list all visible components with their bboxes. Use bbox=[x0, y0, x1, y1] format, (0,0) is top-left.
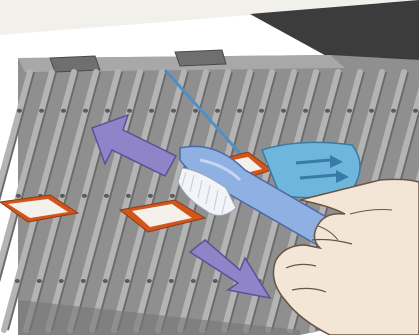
rib-hole bbox=[347, 109, 352, 113]
rib-hole bbox=[105, 109, 110, 113]
rib-hole bbox=[171, 109, 176, 113]
rib-hole bbox=[15, 279, 20, 283]
rib-hole bbox=[60, 194, 65, 198]
rib-hole bbox=[59, 279, 64, 283]
rib-hole bbox=[127, 109, 132, 113]
rib-hole bbox=[169, 279, 174, 283]
rib-hole bbox=[170, 194, 175, 198]
rib-hole bbox=[103, 279, 108, 283]
rib-hole bbox=[16, 194, 21, 198]
rib-hole bbox=[17, 109, 22, 113]
rib-hole bbox=[125, 279, 130, 283]
rib-hole bbox=[281, 109, 286, 113]
rib-hole bbox=[83, 109, 88, 113]
rib-hole bbox=[37, 279, 42, 283]
rib-hole bbox=[213, 279, 218, 283]
rib-hole bbox=[193, 109, 198, 113]
rib-hole bbox=[391, 109, 396, 113]
rib-hole bbox=[413, 109, 418, 113]
rib-hole bbox=[39, 109, 44, 113]
rib-hole bbox=[147, 279, 152, 283]
rib-hole bbox=[325, 109, 330, 113]
rib-hole bbox=[148, 194, 153, 198]
rib-hole bbox=[82, 194, 87, 198]
rib-hole bbox=[191, 279, 196, 283]
rib-hole bbox=[303, 109, 308, 113]
rib-hole bbox=[126, 194, 131, 198]
rib-hole bbox=[61, 109, 66, 113]
rib-hole bbox=[215, 109, 220, 113]
rib-hole bbox=[259, 109, 264, 113]
rib-hole bbox=[81, 279, 86, 283]
rib-hole bbox=[369, 109, 374, 113]
rib-hole bbox=[149, 109, 154, 113]
rib-hole bbox=[237, 109, 242, 113]
rib-hole bbox=[104, 194, 109, 198]
paper-clip-right bbox=[175, 50, 226, 66]
